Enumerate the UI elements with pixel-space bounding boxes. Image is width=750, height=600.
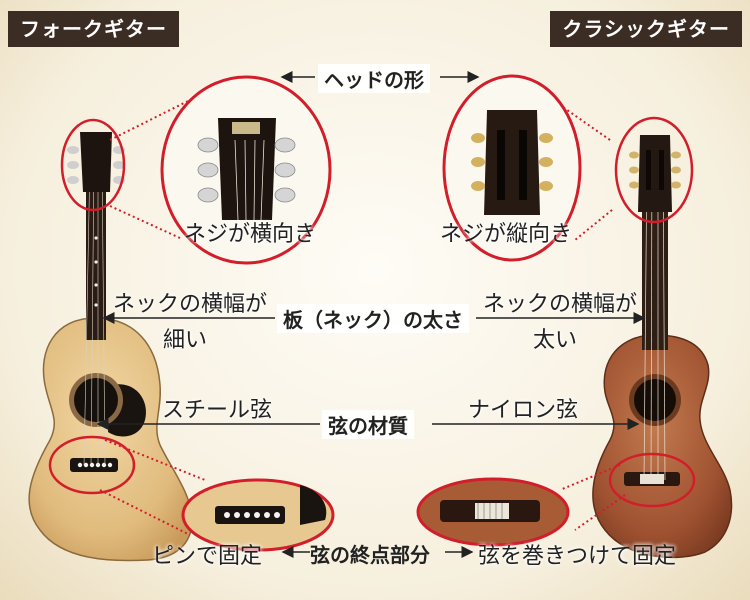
- folk-neck-label-line1: ネックの横幅が: [113, 292, 268, 317]
- string-end-heading: 弦の終点部分: [310, 543, 430, 567]
- classic-strings-label: ナイロン弦: [468, 398, 579, 423]
- folk-bridge-label: ピンで固定: [152, 544, 263, 569]
- string-material-heading: 弦の材質: [322, 410, 414, 439]
- classic-bridge-label: 弦を巻きつけて固定: [478, 544, 677, 569]
- comparison-arrows: [96, 71, 646, 558]
- classical-guitar: [592, 135, 733, 559]
- classic-headstock: [638, 135, 672, 212]
- folk-head-small-circle: [60, 118, 126, 212]
- head-shape-heading: ヘッドの形: [318, 64, 430, 93]
- classic-head-label: ネジが縦向き: [440, 222, 573, 247]
- classic-head-small-circle: [614, 116, 694, 224]
- folk-neck-label-line2: 細い: [163, 328, 208, 353]
- classic-guitar-body: [592, 334, 733, 559]
- classic-neck-label-line1: ネックの横幅が: [483, 292, 638, 317]
- classical-guitar-title: クラシックギター: [550, 11, 742, 47]
- folk-head-label: ネジが横向き: [184, 222, 317, 247]
- folk-neck: [86, 190, 106, 340]
- folk-guitar-title: フォークギター: [8, 11, 179, 47]
- folk-strings-label: スチール弦: [162, 398, 273, 423]
- head-callouts: [60, 74, 694, 265]
- folk-bridge-small-circle: [48, 435, 136, 495]
- classic-bridge-small-circle: [608, 452, 696, 508]
- classic-neck-label-line2: 太い: [533, 328, 578, 353]
- folk-headstock: [80, 132, 112, 192]
- bridge-callouts: [48, 435, 696, 552]
- neck-width-heading: 板（ネック）の太さ: [277, 304, 469, 333]
